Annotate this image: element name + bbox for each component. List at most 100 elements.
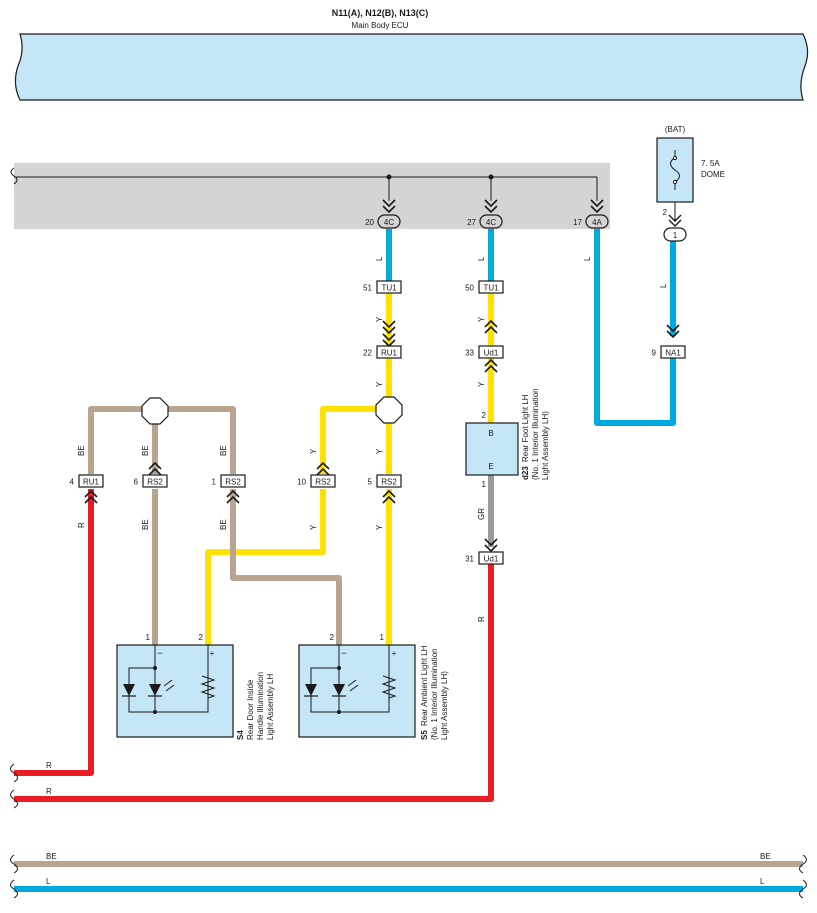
svg-text:RS2: RS2 <box>315 478 331 487</box>
fuse-rating: 7. 5A <box>701 159 720 168</box>
ecu-pin-17: 4A 17 <box>573 199 609 229</box>
svg-text:Y: Y <box>375 381 384 387</box>
splice-y <box>375 396 403 424</box>
ecu-subtitle: Main Body ECU <box>352 21 409 30</box>
svg-text:TU1: TU1 <box>381 284 397 293</box>
bus-be-left-label: BE <box>46 852 57 861</box>
svg-text:L: L <box>375 256 384 261</box>
svg-text:50: 50 <box>465 284 474 293</box>
wire-l-pin17 <box>594 229 676 426</box>
wire-break-marks <box>10 763 807 899</box>
svg-text:Y: Y <box>477 381 486 387</box>
ecu-pin-conn: 4A <box>592 218 602 227</box>
svg-text:4: 4 <box>70 478 75 487</box>
svg-text:RS2: RS2 <box>225 478 241 487</box>
svg-text:Ud1: Ud1 <box>484 349 499 358</box>
svg-text:6: 6 <box>134 478 139 487</box>
ecu-pin-num: 27 <box>467 218 476 227</box>
chevron-up-icon <box>484 358 498 373</box>
bus-l-left-label: L <box>46 877 51 886</box>
svg-text:+: + <box>392 649 397 658</box>
fuse-icon <box>670 157 680 183</box>
chevron-up-icon <box>148 461 162 476</box>
svg-text:RS2: RS2 <box>381 478 397 487</box>
svg-text:RU1: RU1 <box>83 478 100 487</box>
break-mark <box>10 167 18 185</box>
junction-label: 1 <box>673 231 678 240</box>
svg-text:1: 1 <box>482 480 487 489</box>
component-d23: B E 2 1 d23 Rear Foot Light LH (No. 1 In… <box>465 388 550 489</box>
svg-text:E: E <box>488 462 493 471</box>
bus-be-right-label: BE <box>760 852 771 861</box>
svg-text:1: 1 <box>212 478 217 487</box>
svg-text:9: 9 <box>652 349 657 358</box>
svg-text:B: B <box>488 429 493 438</box>
svg-text:RS2: RS2 <box>147 478 163 487</box>
wire-r-ru1 <box>14 489 94 776</box>
svg-text:Y: Y <box>375 448 384 454</box>
connector-ru1-4: RU1 4 <box>70 474 104 504</box>
svg-text:+: + <box>210 649 215 658</box>
ecu-drops <box>386 174 598 201</box>
svg-text:RU1: RU1 <box>381 349 398 358</box>
svg-text:−: − <box>341 648 346 658</box>
svg-text:Rear Door Inside: Rear Door Inside <box>246 679 255 740</box>
svg-text:Ud1: Ud1 <box>484 555 499 564</box>
chevron-up-icon <box>84 489 98 504</box>
component-id: d23 <box>521 466 530 480</box>
svg-text:Y: Y <box>309 448 318 454</box>
svg-text:Light Assembly LH): Light Assembly LH) <box>541 411 550 480</box>
wire-y-rs2-s4 <box>205 489 326 645</box>
svg-text:R: R <box>77 522 86 528</box>
svg-text:Y: Y <box>375 316 384 322</box>
svg-text:2: 2 <box>482 411 487 420</box>
chevron-down-icon <box>484 538 498 553</box>
fuse-name: DOME <box>701 170 725 179</box>
chevron-up-icon <box>484 319 498 334</box>
component-s4: 1 2 − + S4 Rear Door Inside Handle Illum… <box>116 633 275 740</box>
svg-text:R: R <box>477 616 486 622</box>
component-name: Rear Foot Light LH <box>521 394 530 462</box>
connector-rs2-1: RS2 1 <box>212 474 246 504</box>
main-body-ecu-block <box>14 33 809 101</box>
ecu-internal-section <box>14 163 610 229</box>
svg-text:51: 51 <box>363 284 372 293</box>
svg-text:2: 2 <box>330 633 335 642</box>
diode-icon <box>305 684 317 696</box>
led-icon <box>149 684 161 696</box>
svg-text:5: 5 <box>368 478 373 487</box>
svg-text:BE: BE <box>219 445 228 456</box>
svg-text:10: 10 <box>297 478 306 487</box>
svg-text:L: L <box>659 283 668 288</box>
junction-connector <box>663 227 687 242</box>
ecu-pin-num: 17 <box>573 218 582 227</box>
resistor-icon <box>381 675 397 699</box>
svg-text:L: L <box>583 256 592 261</box>
svg-text:BE: BE <box>141 445 150 456</box>
svg-text:Y: Y <box>375 524 384 530</box>
svg-text:2: 2 <box>199 633 204 642</box>
fuse-source: (BAT) <box>665 125 686 134</box>
ecu-pin-conn: 4C <box>384 218 394 227</box>
led-icon <box>333 684 345 696</box>
svg-text:L: L <box>477 256 486 261</box>
chevron-down-icon <box>590 199 604 214</box>
component-s5: 2 1 − + S5 Rear Ambient Light LH (No. 1 … <box>298 633 449 740</box>
svg-text:Y: Y <box>477 316 486 322</box>
splice-be <box>141 397 169 425</box>
svg-text:NA1: NA1 <box>665 349 681 358</box>
svg-text:GR: GR <box>477 508 486 520</box>
svg-text:−: − <box>157 648 162 658</box>
svg-text:Y: Y <box>309 524 318 530</box>
svg-text:TU1: TU1 <box>483 284 499 293</box>
connector-rs2-10: RS2 10 <box>297 461 336 488</box>
chevron-up-icon <box>382 489 396 504</box>
svg-text:31: 31 <box>465 555 474 564</box>
connector-ud1-33: Ud1 33 <box>465 345 504 359</box>
ecu-pin-20: 4C 20 <box>365 199 401 229</box>
chevron-down-icon <box>484 199 498 214</box>
wire-labels: L L L L Y Y Y Y Y Y Y Y BE BE BE BE BE R… <box>46 256 668 796</box>
wire-be-rs2-s5 <box>230 489 342 645</box>
